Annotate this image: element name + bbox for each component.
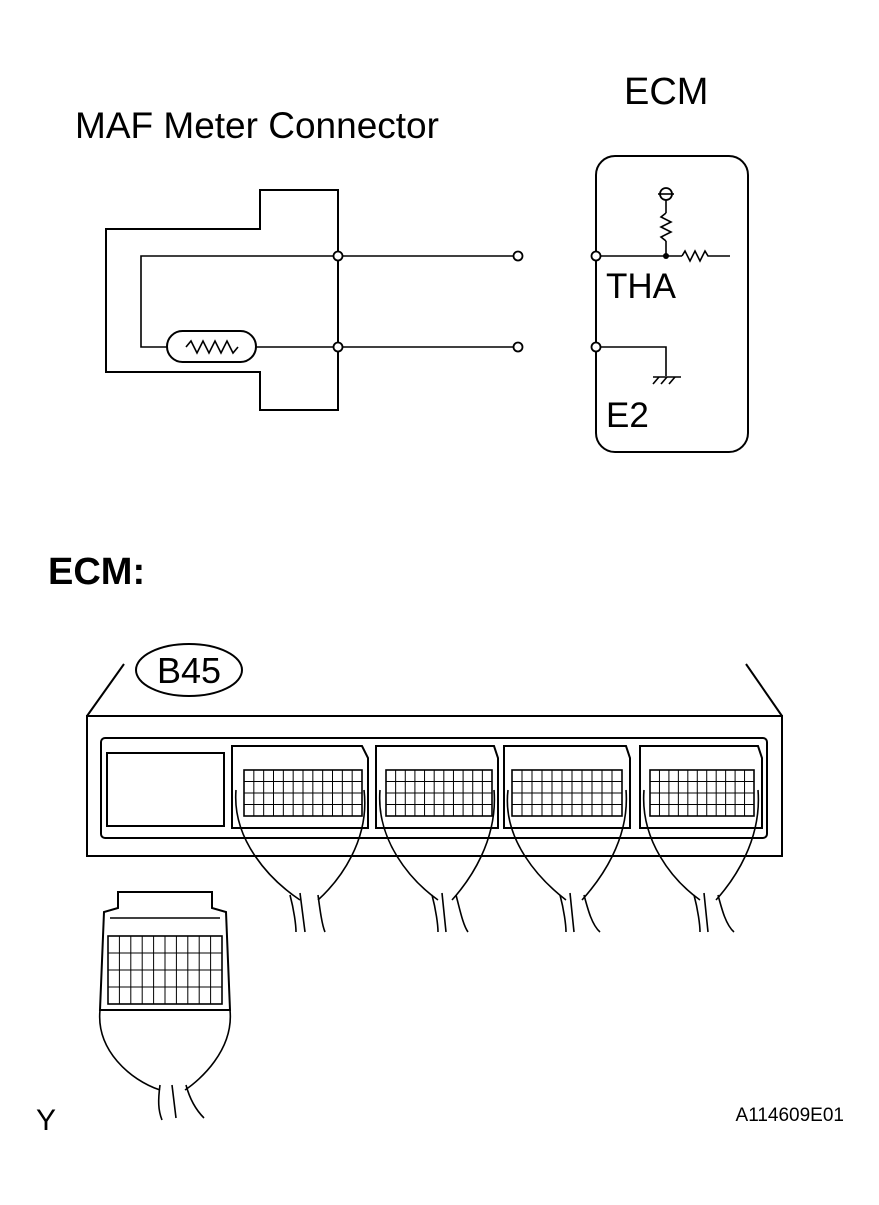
ecm-e2-ground-line	[596, 346, 667, 376]
pin-grid	[385, 769, 493, 817]
ecm-pin-tha-label: THA	[606, 267, 677, 306]
ecm-tha-series-resistor	[681, 249, 730, 263]
ecm-connector-4	[639, 745, 763, 933]
ecm-connector-1	[231, 745, 369, 933]
ecm-unit-face	[86, 715, 783, 857]
ecm-pin-e2-label: E2	[606, 396, 649, 435]
ecm-junction	[663, 253, 669, 259]
ecm-terminal-e2	[590, 341, 602, 353]
wire-break-end-e2	[512, 341, 524, 353]
pin-grid	[243, 769, 363, 817]
ecm-box	[595, 155, 749, 453]
ecm-unit-edge-right	[745, 663, 783, 717]
ecm-unit-edge-left	[86, 663, 125, 717]
maf-terminal-e2	[332, 341, 344, 353]
ecm-title: ECM	[624, 71, 708, 113]
pin-grid	[649, 769, 755, 817]
maf-connector-housing	[105, 189, 339, 411]
view-code: Y	[36, 1104, 56, 1137]
pin-grid	[511, 769, 623, 817]
thermistor-resistor-symbol	[185, 339, 239, 355]
connector-id-label: B45	[157, 650, 221, 691]
connector-id-badge	[135, 643, 243, 697]
ecm-pullup-resistor	[659, 212, 673, 242]
maf-terminal-tha	[332, 250, 344, 262]
ecm-blank-cover	[106, 752, 225, 827]
ecm-terminal-tha	[590, 250, 602, 262]
ecm-view-heading: ECM:	[48, 551, 145, 593]
maf-internal-wire	[140, 255, 338, 348]
figure-id: A114609E01	[736, 1105, 844, 1126]
maf-connector-title: MAF Meter Connector	[75, 105, 439, 146]
harness-connector	[98, 891, 232, 1121]
ground-hatch-1	[652, 376, 660, 385]
ecm-connector-2	[375, 745, 499, 933]
ground-hatch-2	[660, 376, 668, 385]
ecm-connector-panel	[100, 737, 768, 839]
ecm-connector-3	[503, 745, 631, 933]
ground-hatch-3	[668, 376, 676, 385]
intake-air-temp-sensor-thermistor	[166, 330, 257, 363]
pin-grid	[107, 935, 223, 1005]
wire-break-end-tha	[512, 250, 524, 262]
